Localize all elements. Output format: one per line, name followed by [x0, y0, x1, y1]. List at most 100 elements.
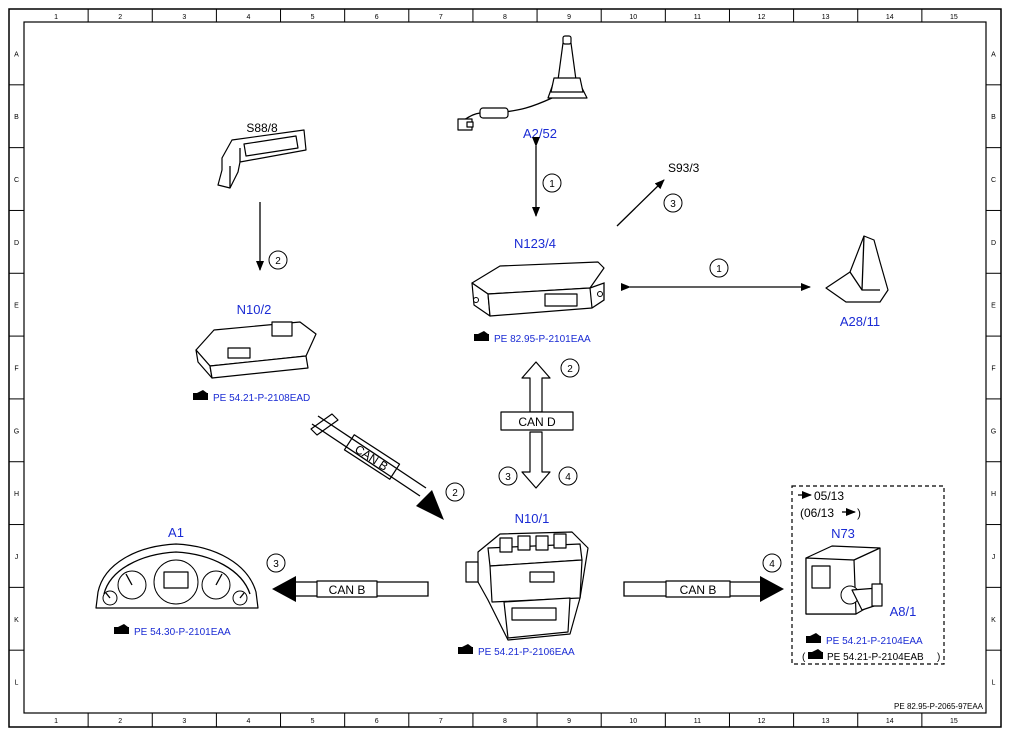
n73-valid-from: (06/13	[800, 506, 834, 520]
grid-col-label: 10	[629, 14, 637, 21]
grid-row-label: A	[14, 51, 19, 58]
can-b-link-left	[272, 576, 429, 602]
svg-text:4: 4	[565, 472, 571, 483]
grid-col-label: 9	[567, 718, 571, 725]
grid-col-label: 2	[118, 718, 122, 725]
grid-row-label: E	[991, 303, 996, 310]
grid-row-label: G	[991, 428, 996, 435]
grid-col-label: 12	[758, 14, 766, 21]
ref-n73-a: PE 54.21-P-2104EAA	[826, 636, 923, 647]
label-a8-1: A8/1	[890, 604, 917, 619]
marker-4-right: 4	[762, 553, 782, 573]
label-n10-1: N10/1	[515, 511, 550, 526]
n73-variant-box	[791, 485, 945, 665]
grid-col-label: 8	[503, 718, 507, 725]
grid-row-label: K	[991, 617, 996, 624]
grid-col-label: 15	[950, 14, 958, 21]
antenna-a2-52	[457, 35, 588, 131]
grid-row-label: C	[14, 177, 19, 184]
grid-col-label: 11	[694, 14, 701, 21]
marker-2-diagonal: 2	[445, 482, 465, 502]
grid-row-label: L	[15, 680, 19, 687]
switch-s88-8	[217, 129, 307, 189]
grid-row-label: D	[991, 240, 996, 247]
ref-n123-4: PE 82.95-P-2101EAA	[494, 334, 591, 345]
grid-row-label: F	[14, 366, 18, 373]
marker-1-upper: 1	[542, 173, 562, 193]
grid-col-label: 6	[375, 718, 379, 725]
grid-col-label: 4	[247, 14, 251, 21]
n73-valid-from-close: )	[857, 506, 861, 520]
marker-1-right: 1	[709, 258, 729, 278]
label-n123-4: N123/4	[514, 236, 556, 251]
can-b-label-left: CAN B	[329, 583, 366, 597]
ref-n73-b-open: (	[802, 652, 806, 663]
grid-col-label: 7	[439, 14, 443, 21]
grid-col-label: 13	[822, 718, 830, 725]
ref-icon-n10-2	[193, 390, 208, 400]
label-n73: N73	[831, 526, 855, 541]
grid-col-label: 1	[54, 14, 58, 21]
grid-col-label: 12	[758, 718, 766, 725]
grid-col-label: 15	[950, 718, 958, 725]
can-d-link	[500, 361, 574, 489]
ref-icon-n73-a	[806, 633, 821, 643]
label-s93-3: S93/3	[668, 161, 700, 175]
antenna-a28-11	[825, 235, 889, 303]
ignition-switch-n73	[805, 545, 883, 615]
grid-row-label: H	[991, 491, 996, 498]
grid-col-label: 10	[629, 718, 637, 725]
svg-text:3: 3	[670, 199, 676, 210]
ref-n10-1: PE 54.21-P-2106EAA	[478, 647, 575, 658]
grid-col-label: 14	[886, 14, 894, 21]
grid-col-label: 5	[311, 718, 315, 725]
marker-3-left: 3	[266, 553, 286, 573]
ref-a1: PE 54.30-P-2101EAA	[134, 627, 231, 638]
grid-row-label: F	[991, 366, 995, 373]
grid-row-label: B	[991, 114, 996, 121]
inner-frame	[23, 21, 987, 714]
label-s88-8: S88/8	[246, 121, 278, 135]
document-code: PE 82.95-P-2065-97EAA	[894, 702, 984, 711]
label-a2-52: A2/52	[523, 126, 557, 141]
svg-text:3: 3	[273, 559, 279, 570]
ref-n10-2: PE 54.21-P-2108EAD	[213, 393, 310, 404]
outer-frame	[8, 8, 1002, 728]
svg-text:4: 4	[769, 559, 775, 570]
ref-icon-n10-1	[458, 644, 473, 654]
svg-text:1: 1	[716, 264, 722, 275]
grid-row-label: C	[991, 177, 996, 184]
grid-col-label: 7	[439, 718, 443, 725]
grid-row-label: E	[14, 303, 19, 310]
grid-row-label: G	[14, 428, 19, 435]
grid-row-label: J	[15, 554, 19, 561]
marker-4-cand: 4	[558, 466, 578, 486]
ref-n73-b: PE 54.21-P-2104EAB	[827, 652, 924, 663]
grid-col-label: 3	[182, 14, 186, 21]
grid-row-label: K	[14, 617, 19, 624]
ref-icon-n73-b	[808, 649, 823, 659]
can-b-link-right	[623, 576, 784, 602]
marker-3-s93: 3	[663, 193, 683, 213]
control-unit-n10-2	[195, 321, 317, 379]
marker-2-s88: 2	[268, 250, 288, 270]
grid-row-label: A	[991, 51, 996, 58]
svg-text:3: 3	[505, 472, 511, 483]
marker-3-cand: 3	[498, 466, 518, 486]
grid-col-label: 6	[375, 14, 379, 21]
label-n10-2: N10/2	[237, 302, 272, 317]
label-a28-11: A28/11	[840, 314, 880, 329]
svg-text:2: 2	[275, 256, 281, 267]
grid-col-label: 5	[311, 14, 315, 21]
grid-col-label: 9	[567, 14, 571, 21]
grid-row-label: H	[14, 491, 19, 498]
grid-row-label: J	[992, 554, 996, 561]
control-unit-n123-4	[471, 261, 605, 317]
link-n123-s93-3	[616, 179, 665, 227]
grid-col-label: 1	[54, 718, 58, 725]
